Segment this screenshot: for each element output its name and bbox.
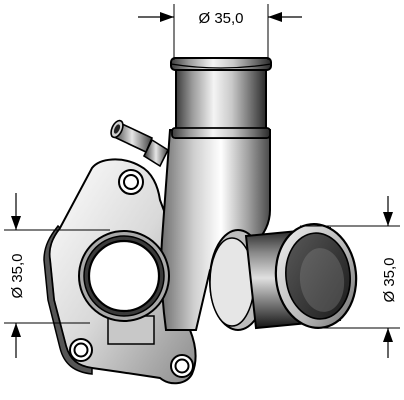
side-outlet-tube [209, 223, 358, 331]
arrow-up-icon [383, 328, 393, 342]
flange-opening [78, 230, 170, 322]
bolt-hole-bottom-left [69, 338, 93, 362]
dimension-label-left: Ø 35,0 [9, 253, 26, 298]
dimension-top: Ø 35,0 [138, 4, 302, 60]
arrow-right-icon [160, 12, 174, 22]
arrow-down-icon [11, 216, 21, 230]
dimension-left: Ø 35,0 [4, 193, 110, 358]
dimension-right: Ø 35,0 [300, 196, 400, 358]
bolt-hole-bottom-right [170, 354, 194, 378]
top-outlet-tube [170, 57, 272, 139]
vent-nipple [110, 119, 170, 168]
dimension-label-top: Ø 35,0 [198, 10, 243, 27]
dimension-label-right: Ø 35,0 [381, 257, 398, 302]
arrow-up-icon [11, 323, 21, 337]
arrow-down-icon [383, 212, 393, 226]
arrow-left-icon [268, 12, 282, 22]
bolt-hole-top [118, 169, 144, 195]
